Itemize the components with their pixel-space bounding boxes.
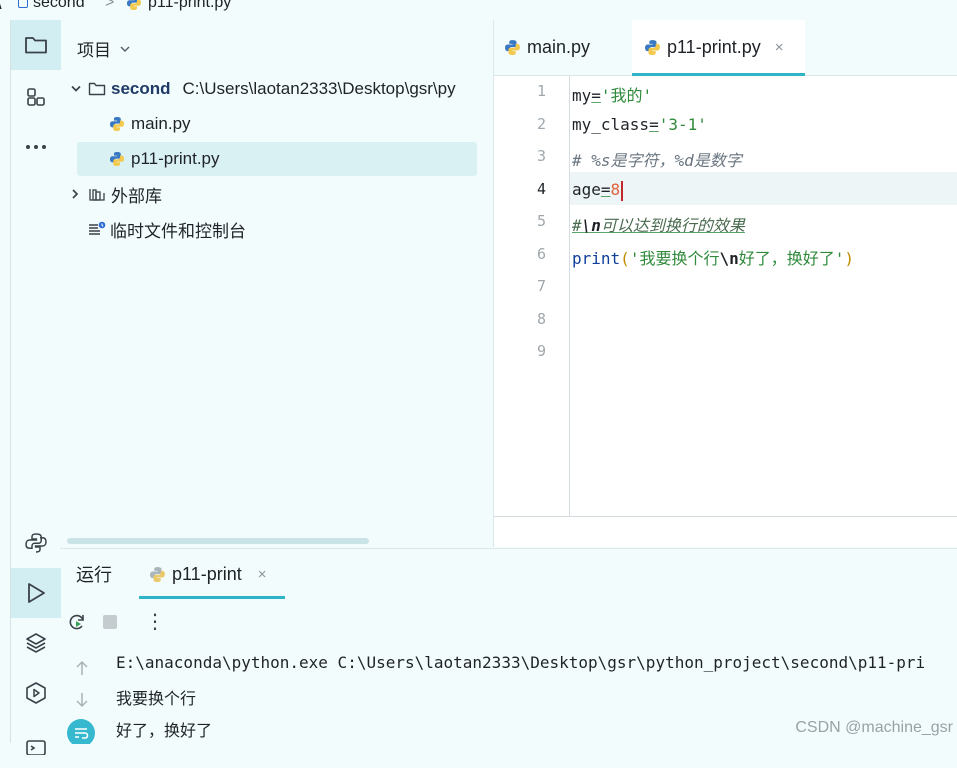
breadcrumb-folder[interactable]: second	[18, 0, 85, 12]
breadcrumb-prefix: ⊼	[0, 0, 4, 14]
rerun-icon	[69, 614, 84, 630]
tab-main-py[interactable]: main.py	[504, 20, 632, 75]
line-number: 4	[536, 180, 546, 198]
python-console-button[interactable]	[11, 518, 61, 568]
module-icon	[18, 0, 28, 9]
watermark: CSDN @machine_gsr	[795, 719, 953, 736]
line-number: 2	[536, 115, 546, 133]
root-folder-name: second	[111, 79, 171, 98]
project-title: 项目	[77, 41, 111, 60]
chevron-down-icon	[120, 45, 130, 52]
line-number: 5	[536, 212, 546, 230]
breadcrumb-separator: >	[105, 0, 115, 11]
tree-file-p11-print[interactable]: p11-print.py	[77, 142, 477, 176]
breadcrumb-file[interactable]: p11-print.py	[126, 0, 231, 12]
structure-icon	[27, 88, 45, 106]
code-line-6[interactable]: print('我要换个行\n好了，换好了')	[572, 249, 854, 268]
python-file-icon	[110, 117, 124, 131]
run-title-label: 运行	[76, 565, 112, 585]
text-caret	[621, 180, 624, 201]
scratches-icon	[89, 221, 106, 235]
folder-icon	[88, 82, 106, 96]
stop-button[interactable]	[101, 613, 119, 636]
console-line: 我要换个行	[116, 689, 197, 708]
file-name: p11-print.py	[131, 149, 220, 168]
run-tool-button[interactable]	[11, 568, 61, 618]
soft-wrap-icon	[75, 728, 89, 739]
python-file-icon	[110, 152, 124, 166]
editor-tabs: main.py p11-print.py ×	[494, 20, 957, 76]
project-tool-button[interactable]	[11, 20, 61, 70]
console-line: 好了，换好了	[116, 721, 213, 740]
more-tools-button[interactable]	[11, 122, 61, 172]
line-number: 9	[536, 342, 546, 360]
tree-file-main[interactable]: main.py	[109, 109, 191, 139]
python-file-icon	[127, 0, 141, 10]
code-line-1[interactable]: my='我的'	[572, 86, 653, 105]
code-line-2[interactable]: my_class='3-1'	[572, 115, 707, 134]
root-folder-path: C:\Users\laotan2333\Desktop\gsr\py	[182, 79, 456, 98]
services-tool-button[interactable]	[11, 668, 61, 718]
external-libraries-label: 外部库	[111, 186, 162, 206]
layers-tool-button[interactable]	[11, 618, 61, 668]
file-name: main.py	[131, 114, 191, 133]
terminal-tool-button[interactable]	[11, 718, 61, 768]
tree-scratches[interactable]: 临时文件和控制台	[88, 214, 246, 244]
layers-icon	[26, 633, 46, 653]
project-panel: 项目 second C:\Users\laotan2333\Desktop\gs…	[61, 20, 494, 547]
terminal-icon	[26, 740, 46, 755]
run-tab-label: p11-print	[172, 563, 242, 584]
python-file-icon	[645, 40, 660, 55]
line-number: 8	[536, 310, 546, 328]
python-file-icon	[505, 40, 520, 55]
run-icon	[28, 583, 45, 603]
line-number: 6	[536, 245, 546, 263]
console-line: E:\anaconda\python.exe C:\Users\laotan23…	[116, 653, 926, 672]
chevron-down-icon	[71, 85, 81, 92]
more-icon	[26, 145, 46, 149]
library-icon	[89, 189, 105, 201]
tree-root-second[interactable]: second C:\Users\laotan2333\Desktop\gsr\p…	[69, 74, 456, 104]
scratches-label: 临时文件和控制台	[110, 221, 246, 241]
line-number: 7	[536, 277, 546, 295]
project-header[interactable]: 项目	[77, 36, 131, 61]
more-options-button[interactable]: ⋮	[145, 611, 165, 633]
rerun-button[interactable]	[67, 612, 87, 637]
run-panel: 运行 p11-print × ⋮ E:\anaconda\python.exe …	[61, 548, 957, 744]
activity-bar	[10, 20, 62, 755]
horizontal-scrollbar[interactable]	[67, 538, 369, 544]
chevron-right-icon	[72, 189, 79, 199]
code-line-5[interactable]: #\n可以达到换行的效果	[572, 216, 745, 235]
soft-wrap-button[interactable]	[67, 719, 95, 744]
line-number: 1	[536, 82, 546, 100]
run-tab-p11-print[interactable]: p11-print ×	[139, 549, 285, 599]
code-line-4[interactable]: age=8	[572, 180, 624, 201]
tree-external-libraries[interactable]: 外部库	[69, 179, 162, 209]
structure-tool-button[interactable]	[11, 72, 61, 122]
current-line-highlight	[494, 172, 957, 205]
close-icon[interactable]: ×	[257, 565, 267, 583]
editor: main.py p11-print.py × 1 2 3 4 5 6 7 8 9…	[494, 20, 957, 547]
line-number-gutter: 1 2 3 4 5 6 7 8 9	[494, 76, 570, 517]
code-area[interactable]: my='我的' my_class='3-1' # %s是字符，%d是数字 age…	[570, 76, 957, 517]
editor-bottom-area	[494, 516, 957, 547]
stop-icon	[103, 615, 117, 629]
arrow-down-icon[interactable]	[75, 691, 89, 709]
tab-label: p11-print.py	[667, 37, 761, 57]
tab-label: main.py	[527, 37, 591, 57]
code-line-3[interactable]: # %s是字符，%d是数字	[572, 151, 742, 170]
line-number: 3	[536, 147, 546, 165]
close-icon[interactable]: ×	[774, 39, 784, 56]
arrow-up-icon[interactable]	[75, 659, 89, 677]
services-icon	[26, 682, 46, 704]
python-console-icon	[25, 533, 47, 553]
tab-p11-print-py[interactable]: p11-print.py ×	[632, 20, 805, 76]
python-file-icon	[150, 566, 165, 582]
folder-icon	[25, 37, 47, 54]
run-tabs: 运行 p11-print ×	[61, 549, 957, 599]
run-panel-title[interactable]: 运行	[76, 549, 112, 599]
breadcrumb: ⊼ second > p11-print.py	[0, 0, 957, 14]
